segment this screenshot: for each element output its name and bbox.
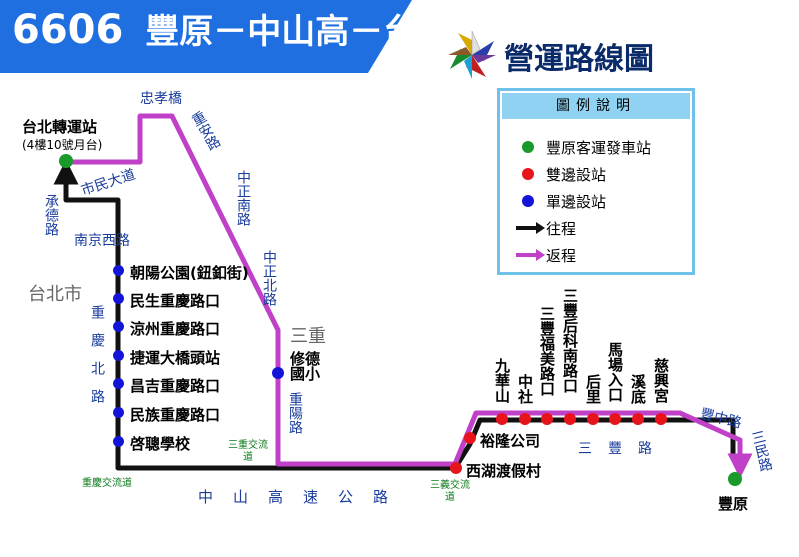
ic-sanchong: 三重交流道 [228, 440, 268, 463]
stop-fy-3: 三豐福美路口 [538, 306, 556, 396]
legend-red-dot-icon [522, 168, 534, 180]
stop-dot [113, 293, 124, 304]
stop-dot [113, 436, 124, 447]
stop-fy-7: 溪底 [629, 374, 647, 404]
legend-title: 圖例說明 [502, 93, 690, 119]
road-chongqing-n: 重慶北路 [89, 305, 105, 417]
fengyuan-terminal-dot [728, 472, 742, 486]
city-taipei: 台北市 [28, 284, 82, 305]
fengyuan-terminal-name: 豐原 [718, 495, 749, 513]
stop-dot [564, 413, 576, 425]
stop-dot [519, 413, 531, 425]
stop-dot [113, 350, 124, 361]
stop-dot [113, 378, 124, 389]
stop-dot [450, 462, 462, 474]
stop-fy-5: 后里 [584, 374, 602, 404]
legend-green-dot-icon [522, 141, 534, 153]
pinwheel-logo [448, 30, 496, 79]
stop-sanchong: 修德國小 [290, 350, 321, 383]
legend-outbound: 往程 [546, 220, 577, 238]
taipei-terminal-note: (4樓10號月台) [22, 138, 103, 152]
stop-dot [113, 407, 124, 418]
taipei-terminal-name: 台北轉運站 [22, 118, 98, 136]
stop-fy-4: 三豐后科南路口 [561, 288, 579, 393]
legend-terminal: 豐原客運發車站 [546, 139, 652, 157]
legend-black-arrow-icon [516, 222, 545, 234]
stop-left-7: 啓聰學校 [130, 435, 191, 453]
stop-left-2: 民生重慶路口 [130, 292, 221, 310]
legend-magenta-arrow-icon [516, 249, 545, 261]
stop-fy-8: 慈興宮 [652, 358, 670, 403]
stop-fy-2: 中社 [516, 374, 534, 404]
stop-dot [587, 413, 599, 425]
inbound-line [66, 113, 753, 479]
city-sanchong: 三重 [290, 326, 326, 347]
stop-xihu-2: 西湖渡假村 [466, 462, 542, 480]
taipei-terminal-dot [59, 154, 73, 168]
stop-dot [632, 413, 644, 425]
ic-chongqing: 重慶交流道 [82, 478, 132, 489]
road-chongyang: 重陽路 [287, 392, 303, 434]
legend-one-side: 單邊設站 [546, 193, 607, 211]
stop-xihu-1: 裕隆公司 [480, 432, 541, 450]
route-title: 6606 豐原－中山高－台北 [12, 4, 451, 53]
road-zhongzheng-s: 中正南路 [235, 170, 251, 226]
stop-fy-1: 九華山 [493, 358, 511, 403]
stop-dot [113, 321, 124, 332]
legend-blue-dot-icon [522, 195, 534, 207]
route-number: 6606 [12, 7, 124, 53]
header-band [0, 0, 412, 73]
stop-dot [609, 413, 621, 425]
route-name: 豐原－中山高－台北 [145, 12, 452, 52]
legend-inbound: 返程 [546, 247, 577, 265]
ic-sanyi: 三義交流道 [430, 480, 470, 503]
stop-left-4: 捷運大橋頭站 [130, 349, 221, 367]
stop-fy-6: 馬場入口 [606, 342, 624, 402]
road-zhongzheng-n: 中正北路 [261, 250, 277, 306]
stop-dot [464, 432, 476, 444]
stop-left-3: 涼州重慶路口 [130, 320, 221, 338]
road-sanfeng: 三豐路 [578, 441, 668, 457]
legend-both-sides: 雙邊設站 [546, 166, 607, 184]
road-zhongxiao: 忠孝橋 [140, 91, 182, 107]
stop-left-5: 昌吉重慶路口 [130, 377, 221, 395]
stop-dot [272, 367, 284, 379]
road-nanjing-w: 南京西路 [74, 233, 130, 249]
stop-dot [113, 265, 124, 276]
stop-dot [496, 413, 508, 425]
operator-title: 營運路線圖 [504, 42, 654, 77]
stop-dot [541, 413, 553, 425]
legend: 圖例說明 豐原客運發車站 雙邊設站 單邊設站 往程 返程 [497, 88, 695, 275]
road-chengde: 承德路 [43, 194, 59, 236]
stop-left-1: 朝陽公園(鈕釦街) [130, 264, 249, 282]
stop-dot [655, 413, 667, 425]
road-highway: 中山高速公路 [198, 488, 409, 506]
stop-left-6: 民族重慶路口 [130, 406, 221, 424]
